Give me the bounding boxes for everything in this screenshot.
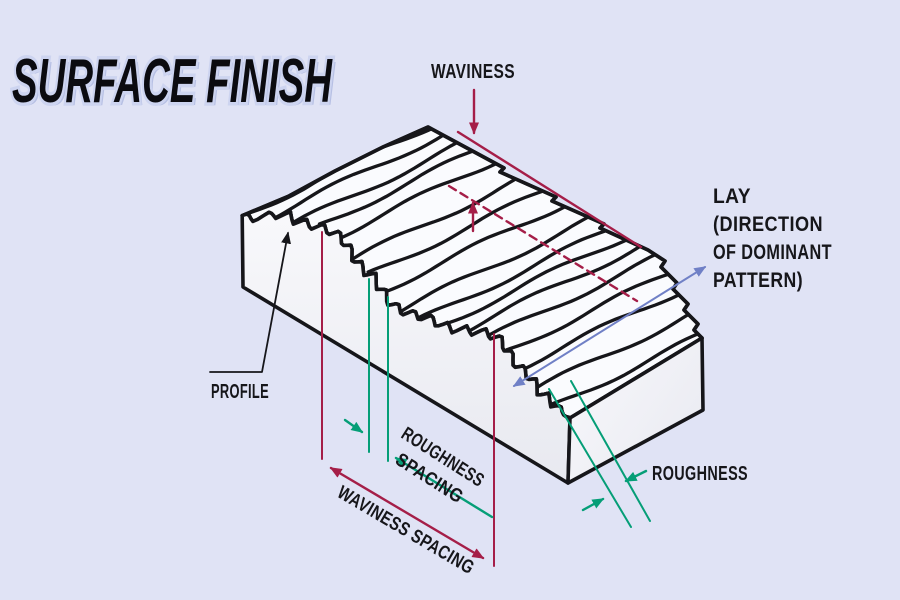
roughness-spacing-arrow bbox=[394, 456, 494, 519]
roughness-width-line-2 bbox=[570, 380, 651, 522]
lay-label-line4: PATTERN) bbox=[713, 269, 803, 292]
profile-leader-arrow bbox=[209, 231, 291, 373]
waviness-label: WAVINESS bbox=[431, 61, 515, 83]
ridge-line bbox=[317, 148, 479, 226]
roughness-width-arrow-left bbox=[581, 497, 605, 512]
roughness-width-line-1 bbox=[548, 388, 632, 528]
profile-label: PROFILE bbox=[211, 381, 269, 403]
roughness-label: ROUGHNESS bbox=[652, 463, 748, 485]
waviness-spacing-arrow bbox=[329, 466, 485, 560]
waviness-envelope-line bbox=[456, 130, 643, 249]
lay-arrow bbox=[512, 266, 707, 387]
ridge-line bbox=[273, 131, 449, 220]
lay-label-line3: OF DOMINANT bbox=[713, 241, 832, 264]
annotations bbox=[209, 88, 707, 567]
ridge-line bbox=[350, 172, 526, 262]
lay-label-line2: (DIRECTION bbox=[713, 213, 823, 236]
roughness-width-arrow-right bbox=[624, 469, 648, 483]
page-title: SURFACE FINISH bbox=[12, 47, 333, 116]
lay-label-line1: LAY bbox=[713, 185, 751, 208]
page-title-shadow: SURFACE FINISH bbox=[15, 50, 336, 119]
ridge-line bbox=[385, 201, 574, 293]
ridge-line bbox=[366, 187, 550, 274]
ridge-line bbox=[340, 160, 501, 240]
roughness-spacing-tick-arrow bbox=[343, 418, 364, 434]
ridge-line bbox=[292, 138, 464, 224]
ridge-line bbox=[398, 212, 596, 314]
